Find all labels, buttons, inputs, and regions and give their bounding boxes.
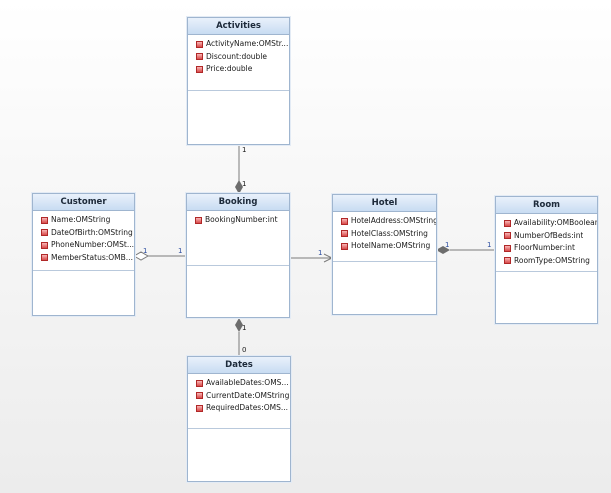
attribute-icon <box>41 241 48 249</box>
attribute-icon <box>196 379 203 387</box>
class-name: Activities <box>188 18 289 35</box>
attribute-icon <box>196 40 203 48</box>
class-name: Dates <box>188 357 290 374</box>
attribute[interactable]: Price:double <box>188 63 289 76</box>
class-name: Customer <box>33 194 134 211</box>
attribute-icon <box>196 392 203 400</box>
multiplicity-room-end: 1 <box>487 241 492 249</box>
multiplicity-booking-dates-end: 1 <box>242 324 247 332</box>
attribute-icon <box>504 219 511 227</box>
attributes-compartment: ActivityName:OMStr... Discount:double Pr… <box>188 35 289 91</box>
multiplicity-hotel-room-end: 1 <box>445 241 450 249</box>
attribute[interactable]: RoomType:OMString <box>496 255 597 268</box>
multiplicity-booking-activities-end: 1 <box>242 180 247 188</box>
attribute[interactable]: HotelName:OMString <box>333 240 436 253</box>
class-dates[interactable]: Dates AvailableDates:OMS... CurrentDate:… <box>187 356 291 482</box>
attribute[interactable]: PhoneNumber:OMSt... <box>33 239 134 252</box>
attribute-icon <box>504 244 511 252</box>
multiplicity-customer-end: 1 <box>143 247 148 255</box>
attribute-icon <box>196 65 203 73</box>
attribute[interactable]: NumberOfBeds:int <box>496 230 597 243</box>
attribute-icon <box>504 257 511 265</box>
attribute-icon <box>41 254 48 262</box>
attribute[interactable]: BookingNumber:int <box>187 214 289 227</box>
attribute-icon <box>41 229 48 237</box>
class-booking[interactable]: Booking BookingNumber:int <box>186 193 290 318</box>
multiplicity-activities-end: 1 <box>242 146 247 154</box>
attribute[interactable]: MemberStatus:OMB... <box>33 252 134 265</box>
attribute-icon <box>341 230 348 238</box>
class-hotel[interactable]: Hotel HotelAddress:OMString HotelClass:O… <box>332 194 437 315</box>
attribute[interactable]: RequiredDates:OMS... <box>188 402 290 415</box>
attribute[interactable]: AvailableDates:OMS... <box>188 377 290 390</box>
attributes-compartment: HotelAddress:OMString HotelClass:OMStrin… <box>333 212 436 262</box>
class-customer[interactable]: Customer Name:OMString DateOfBirth:OMStr… <box>32 193 135 316</box>
class-name: Booking <box>187 194 289 211</box>
attributes-compartment: AvailableDates:OMS... CurrentDate:OMStri… <box>188 374 290 429</box>
attribute[interactable]: HotelAddress:OMString <box>333 215 436 228</box>
attribute[interactable]: Name:OMString <box>33 214 134 227</box>
navigation-arrow-hotel <box>323 253 334 263</box>
class-name: Room <box>496 197 597 214</box>
attributes-compartment: BookingNumber:int <box>187 211 289 266</box>
attribute[interactable]: DateOfBirth:OMString <box>33 227 134 240</box>
class-room[interactable]: Room Availability:OMBoolean NumberOfBeds… <box>495 196 598 324</box>
attribute[interactable]: ActivityName:OMStr... <box>188 38 289 51</box>
attribute[interactable]: HotelClass:OMString <box>333 228 436 241</box>
attribute-icon <box>195 216 202 224</box>
attribute-icon <box>196 53 203 61</box>
attribute-icon <box>341 217 348 225</box>
attribute[interactable]: Availability:OMBoolean <box>496 217 597 230</box>
attribute[interactable]: FloorNumber:int <box>496 242 597 255</box>
multiplicity-booking-customer-end: 1 <box>178 247 183 255</box>
class-activities[interactable]: Activities ActivityName:OMStr... Discoun… <box>187 17 290 145</box>
attribute-icon <box>196 404 203 412</box>
attribute-icon <box>341 242 348 250</box>
attributes-compartment: Name:OMString DateOfBirth:OMString Phone… <box>33 211 134 271</box>
class-name: Hotel <box>333 195 436 212</box>
attribute-icon <box>504 232 511 240</box>
attribute-icon <box>41 216 48 224</box>
attribute[interactable]: Discount:double <box>188 51 289 64</box>
attributes-compartment: Availability:OMBoolean NumberOfBeds:int … <box>496 214 597 272</box>
multiplicity-dates-end: 0 <box>242 346 247 354</box>
multiplicity-hotel-booking-end: 1 <box>318 249 323 257</box>
attribute[interactable]: CurrentDate:OMString <box>188 390 290 403</box>
